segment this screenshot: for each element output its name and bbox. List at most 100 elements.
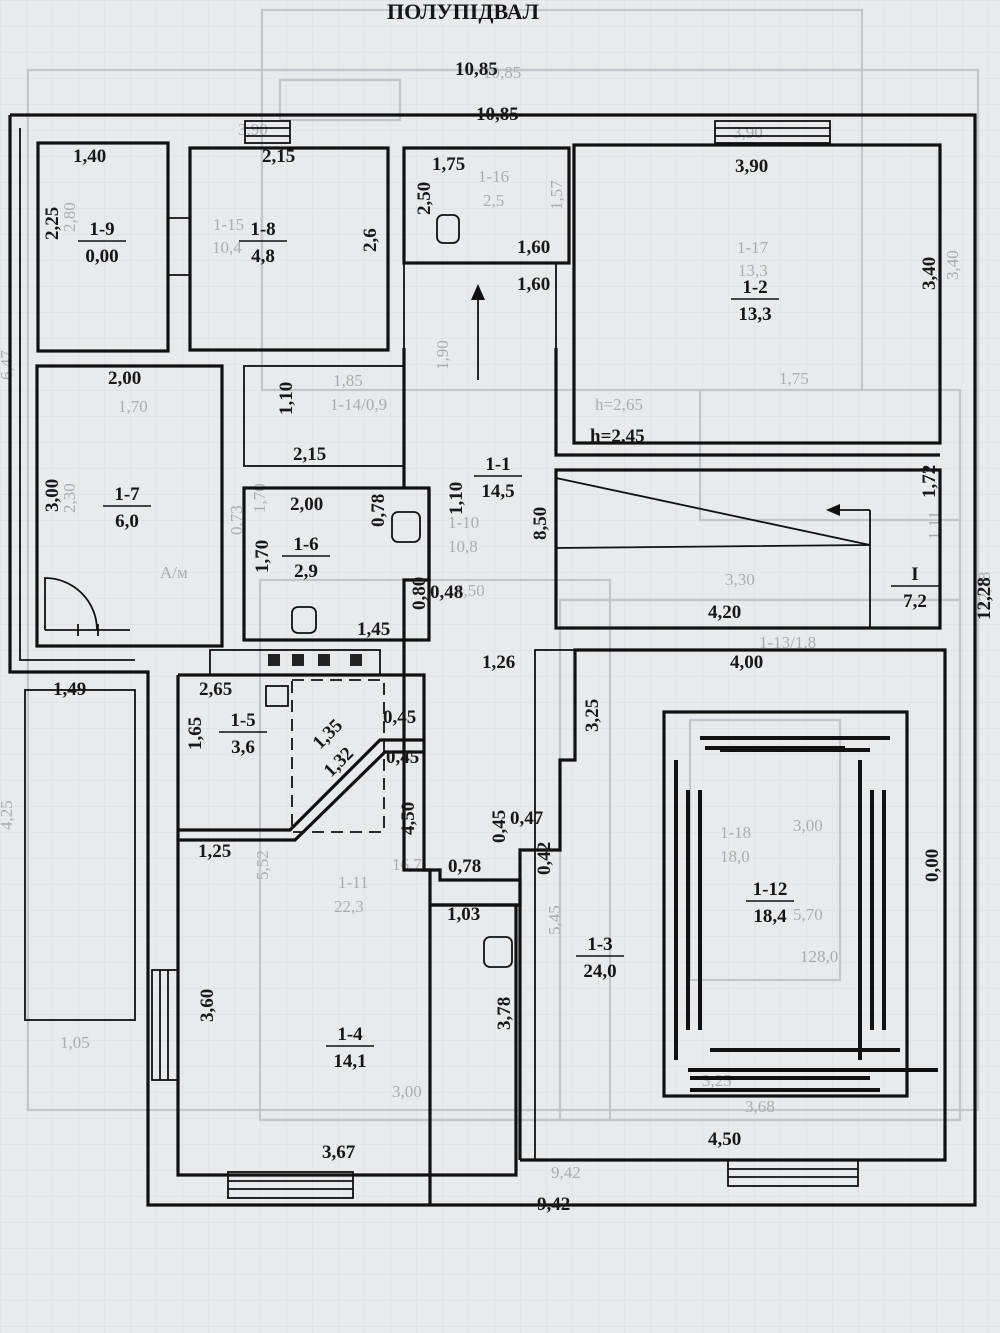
room-number: 1-12 bbox=[753, 879, 788, 900]
dimension-label: 2,65 bbox=[199, 679, 232, 700]
room-1-9: 1-9 0,00 bbox=[78, 219, 126, 267]
dimension-label: 12,28 bbox=[974, 577, 995, 620]
fixtures bbox=[44, 214, 909, 1098]
ghost-label: 6,47 bbox=[0, 350, 16, 380]
dimension-label: 1,60 bbox=[517, 237, 550, 258]
room-area: 3,6 bbox=[231, 737, 255, 758]
room-number: 1-3 bbox=[587, 934, 612, 955]
dimension-label: 1,72 bbox=[919, 465, 940, 498]
ghost-label: 4,25 bbox=[0, 800, 16, 830]
dimension-label: 0,78 bbox=[368, 494, 389, 527]
room-labels: 1-90,001-84,81-213,31-76,01-62,91-114,5I… bbox=[78, 219, 939, 1072]
ghost-label: 1,90 bbox=[433, 340, 452, 370]
room-area: 6,0 bbox=[115, 511, 139, 532]
dimension-label: 1,49 bbox=[53, 679, 86, 700]
ghost-label: h=2,65 bbox=[595, 395, 643, 414]
dimension-label: 1,75 bbox=[432, 154, 465, 175]
ghost-label: 3,25 bbox=[702, 1071, 732, 1090]
dimension-label: 0,78 bbox=[448, 856, 481, 877]
room-1-7: 1-76,0 bbox=[103, 484, 151, 532]
ghost-label: 3,68 bbox=[745, 1097, 775, 1116]
ghost-label: 1-14/0,9 bbox=[330, 395, 387, 414]
ghost-label: 1-13/1,8 bbox=[759, 633, 816, 652]
dimension-label: 3,60 bbox=[197, 989, 218, 1022]
plan-title: ПОЛУПІДВАЛ bbox=[387, 0, 540, 24]
ghost-label: 1,85 bbox=[333, 371, 363, 390]
ghost-label: 4,50 bbox=[455, 581, 485, 600]
room-area: 13,3 bbox=[738, 304, 771, 325]
dimension-label: 1,70 bbox=[252, 540, 273, 573]
ghost-label: 5,52 bbox=[253, 850, 272, 880]
dimension-label: 0,80 bbox=[409, 577, 430, 610]
dimension-label: 10,85 bbox=[455, 59, 498, 80]
room-number: 1-5 bbox=[230, 710, 255, 731]
ghost-label: 1,70 bbox=[118, 397, 148, 416]
dimension-label: 2,25 bbox=[42, 207, 63, 240]
dimension-label: 8,50 bbox=[530, 507, 551, 540]
ghost-label: 3,00 bbox=[793, 816, 823, 835]
dimension-label: 0,00 bbox=[922, 849, 943, 882]
dimension-label: 0,47 bbox=[510, 808, 544, 829]
room-number: 1-1 bbox=[485, 454, 510, 475]
room-area: 24,0 bbox=[583, 961, 616, 982]
room-area: 4,8 bbox=[251, 246, 275, 267]
room-number: 1-9 bbox=[89, 219, 114, 240]
dimension-label: 0,42 bbox=[534, 842, 555, 875]
dimension-label: 1,45 bbox=[357, 619, 390, 640]
ghost-label: 10,4 bbox=[212, 238, 242, 257]
dimension-label: 1,10 bbox=[276, 382, 297, 415]
room-1-3: 1-3 24,0 bbox=[576, 934, 624, 982]
windows bbox=[151, 120, 859, 1199]
room-number: 1-7 bbox=[114, 484, 140, 505]
ghost-label: 2,80 bbox=[60, 202, 79, 232]
ghost-label: 1,75 bbox=[779, 369, 809, 388]
walls bbox=[8, 113, 977, 1207]
dimension-label: h=2,45 bbox=[590, 426, 645, 447]
room-area: 18,4 bbox=[753, 906, 787, 927]
dimension-label: 0,45 bbox=[386, 747, 419, 768]
dimension-label: 0,45 bbox=[383, 707, 416, 728]
ghost-label: 18,0 bbox=[720, 847, 750, 866]
ghost-label: 9,42 bbox=[551, 1163, 581, 1182]
room-area: 0,00 bbox=[85, 246, 118, 267]
ghost-label: 1-11 bbox=[338, 873, 369, 892]
dimension-label: 0,45 bbox=[489, 810, 510, 843]
dimension-label: 1,40 bbox=[73, 146, 106, 167]
ghost-label: 1-15 bbox=[213, 215, 244, 234]
dimension-label: 2,50 bbox=[414, 182, 435, 215]
dimension-label: 2,00 bbox=[108, 368, 141, 389]
dimension-label: 1,25 bbox=[198, 841, 231, 862]
room-number: 1-6 bbox=[293, 534, 318, 555]
dimension-label: 3,25 bbox=[582, 699, 603, 732]
ghost-label: 1,05 bbox=[60, 1033, 90, 1052]
dimension-label: 3,40 bbox=[919, 257, 940, 290]
dimension-label: 3,00 bbox=[42, 479, 63, 512]
dimension-label: 3,67 bbox=[322, 1142, 356, 1163]
ghost-label: 3,30 bbox=[725, 570, 755, 589]
dimension-label: 4,50 bbox=[398, 802, 419, 835]
ghost-label: 2,30 bbox=[60, 483, 79, 513]
room-1-12: 1-12 18,4 bbox=[746, 879, 794, 927]
room-1-8: 1-84,8 bbox=[239, 219, 287, 267]
ghost-label: 1,70 bbox=[250, 483, 269, 513]
dimension-label: 2,6 bbox=[360, 228, 381, 252]
room-I: I7,2 bbox=[891, 564, 939, 612]
ghost-label: 3,40 bbox=[943, 250, 962, 280]
ghost-label: 128,0 bbox=[800, 947, 838, 966]
dimension-label: 3,78 bbox=[494, 997, 515, 1030]
ghost-label: 1-10 bbox=[448, 513, 479, 532]
ghost-label: 5,70 bbox=[793, 905, 823, 924]
room-number: 1-2 bbox=[742, 277, 767, 298]
ghost-label: 10,8 bbox=[448, 537, 478, 556]
room-number: 1-8 bbox=[250, 219, 275, 240]
ghost-label: 12,28 bbox=[975, 572, 994, 610]
ghost-label: 10,85 bbox=[483, 63, 521, 82]
ghost-label: 1-17 bbox=[737, 238, 769, 257]
room-1-1: 1-114,5 bbox=[474, 454, 522, 502]
dimension-label: 0,48 bbox=[430, 582, 463, 603]
ghost-label: 3,00 bbox=[392, 1082, 422, 1101]
ghost-label: 1-16 bbox=[478, 167, 509, 186]
ghost-label: 2,5 bbox=[483, 191, 504, 210]
